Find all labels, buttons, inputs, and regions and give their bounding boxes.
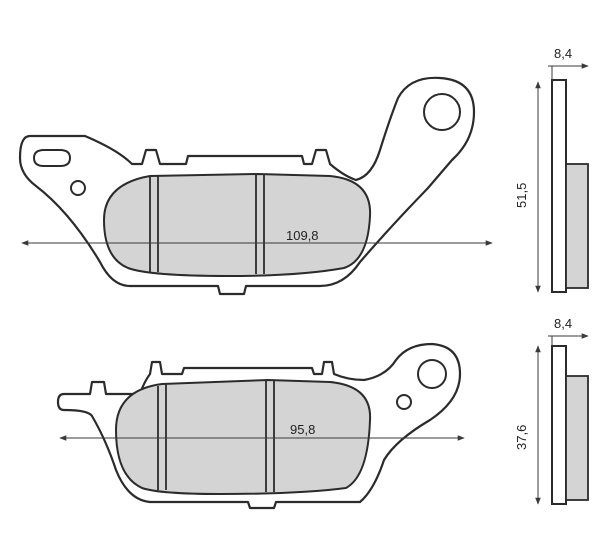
pad-2-height-label: 37,6 xyxy=(514,425,529,450)
pad-1-mounting-slot xyxy=(32,149,72,167)
pad-2-pin-hole-large xyxy=(417,359,447,389)
pad-1-friction-material xyxy=(102,172,372,278)
pad-2-thickness-label: 8,4 xyxy=(554,316,572,331)
pad-1: 109,8 51,5 8,4 xyxy=(18,46,589,296)
pad-1-thickness-label: 8,4 xyxy=(554,46,572,61)
pad-1-side-backing xyxy=(551,79,567,293)
pad-1-side-friction xyxy=(565,163,589,289)
pad-1-height-label: 51,5 xyxy=(514,183,529,208)
pad-2-friction-material xyxy=(114,378,372,496)
pad-2-side-friction xyxy=(565,375,589,501)
pad-1-pin-hole-large xyxy=(423,93,461,131)
pad-2-side-backing xyxy=(551,345,567,505)
pad-2-length-label: 95,8 xyxy=(290,422,315,437)
pad-1-pin-hole-small xyxy=(70,180,86,196)
pad-2: 95,8 37,6 8,4 xyxy=(56,316,589,510)
pad-2-pin-hole-small xyxy=(396,394,412,410)
pad-1-length-label: 109,8 xyxy=(286,228,319,243)
